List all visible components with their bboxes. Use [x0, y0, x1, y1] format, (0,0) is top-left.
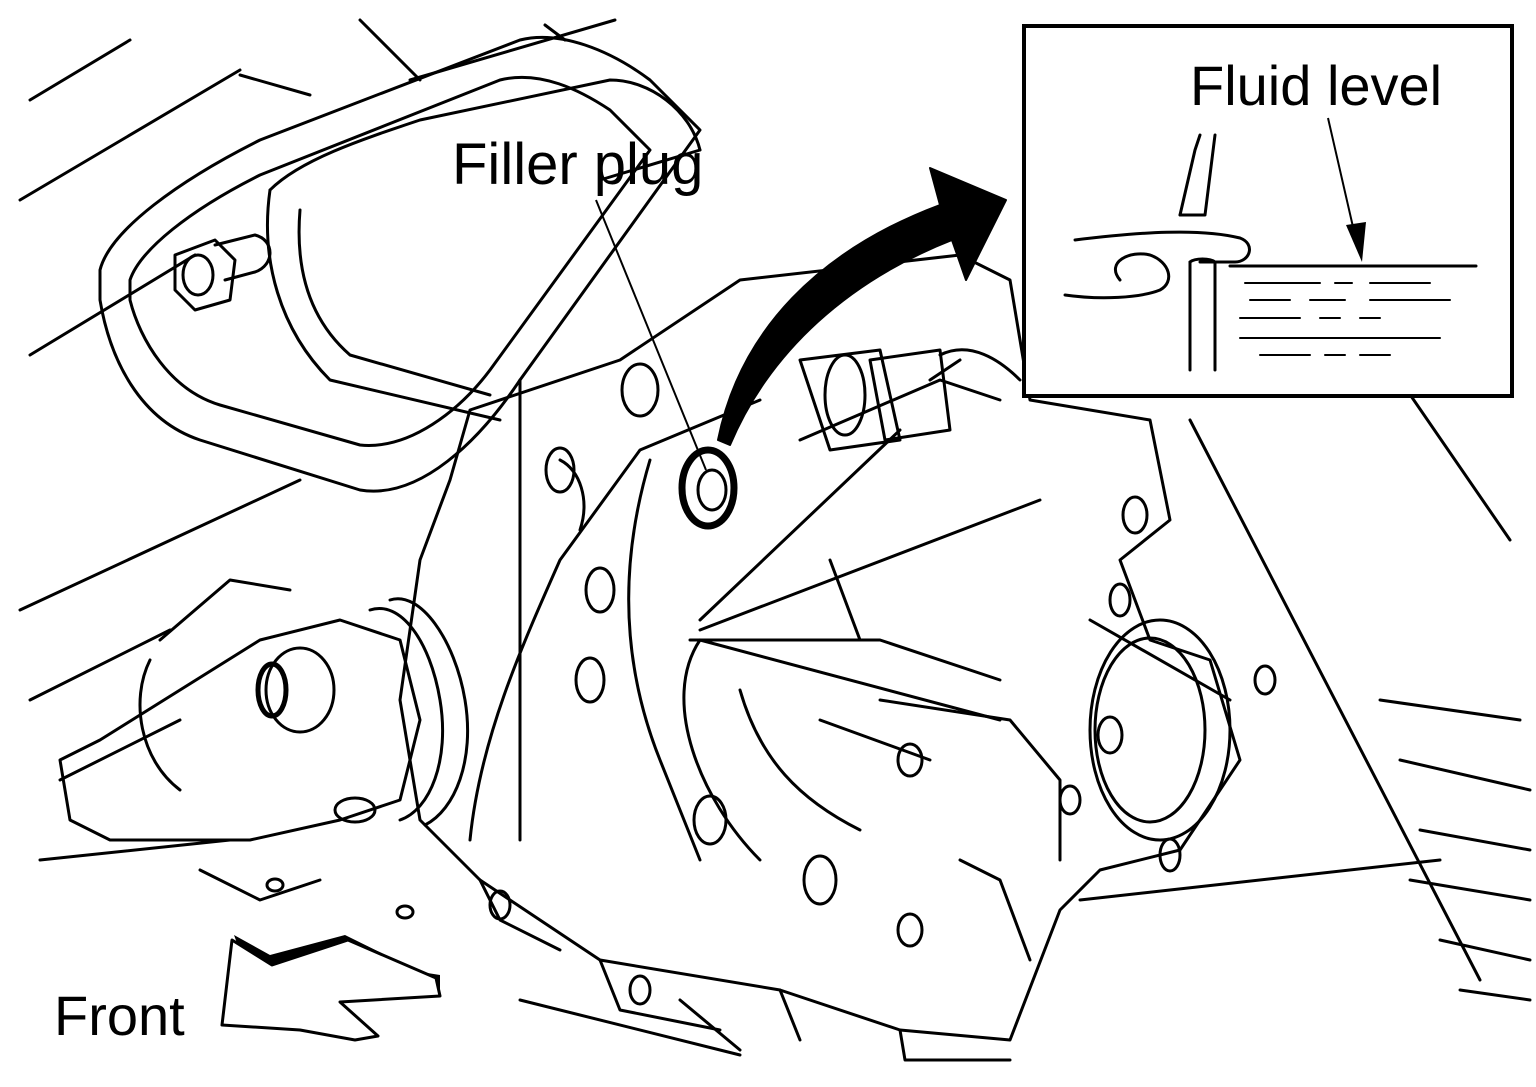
callout-arrow	[717, 167, 1007, 446]
front-direction-arrow	[220, 935, 442, 1042]
fluid-level-inset	[1022, 24, 1514, 398]
transfer-case-housing	[398, 253, 1242, 1062]
housing-bolts	[488, 362, 1277, 1006]
exhaust-bolt	[173, 233, 272, 312]
front-label: Front	[54, 984, 185, 1047]
rear-output-yoke	[1088, 618, 1232, 842]
front-propeller-shaft	[58, 578, 470, 920]
fluid-level-label: Fluid level	[1190, 54, 1443, 117]
sensor-connector	[798, 348, 1022, 452]
filler-plug	[678, 446, 738, 530]
filler-plug-leader	[595, 199, 707, 471]
exhaust-heat-shield	[98, 35, 702, 493]
filler-plug-label: Filler plug	[452, 132, 704, 197]
